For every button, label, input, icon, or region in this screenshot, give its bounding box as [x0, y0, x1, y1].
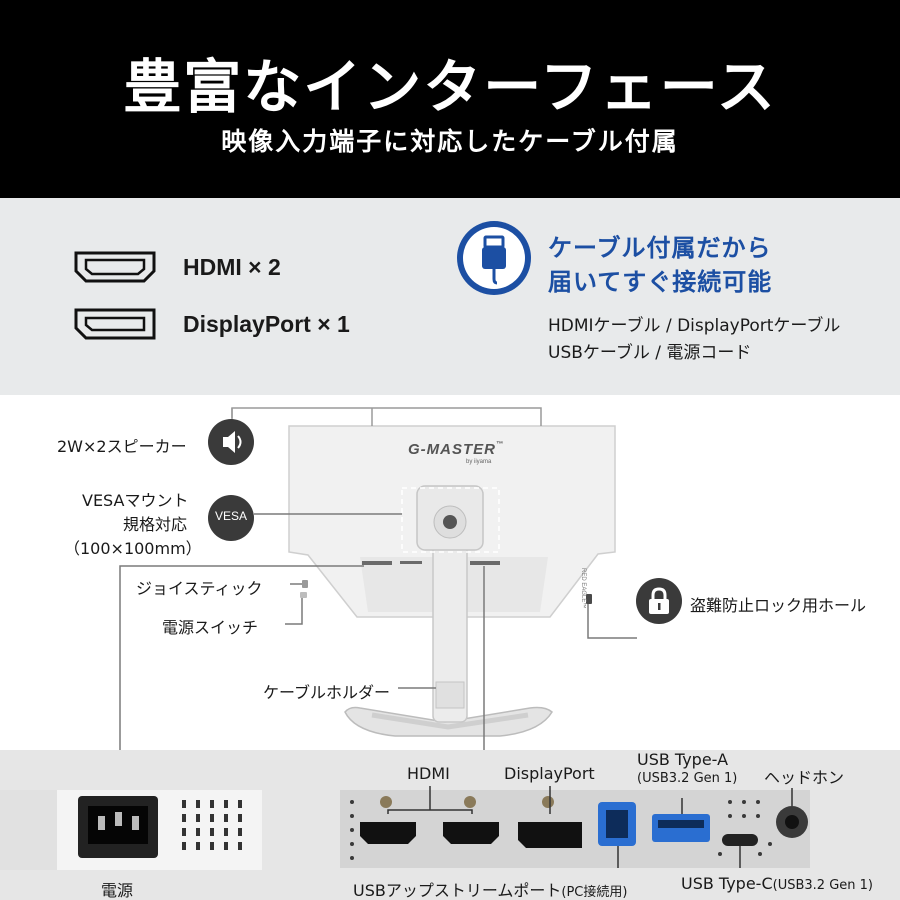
displayport-port [518, 822, 582, 848]
joystick-label: ジョイスティック [136, 579, 263, 598]
displayport-port-label: DisplayPort [504, 764, 595, 783]
security-slot-label: 盗難防止ロック用ホール [690, 596, 867, 615]
power-label: 電源 [101, 881, 134, 900]
page-subtitle: 映像入力端子に対応したケーブル付属 [221, 127, 679, 156]
monitor-side-text: RED EAGLE™ [580, 568, 586, 609]
cable-holder-label: ケーブルホルダー [263, 683, 391, 702]
usb-c-port [722, 834, 758, 846]
cable-list-line2: USBケーブル / 電源コード [548, 343, 752, 363]
usb-a-sublabel: (USB3.2 Gen 1) [637, 771, 738, 786]
usb-a-label: USB Type-A [637, 750, 729, 769]
displayport-count-label: DisplayPort × 1 [183, 311, 350, 337]
page-title: 豊富なインターフェース [123, 53, 777, 121]
cable-badge [457, 221, 531, 295]
power-switch-label: 電源スイッチ [162, 618, 259, 637]
vesa-label-line3: （100×100mm） [64, 539, 202, 558]
port-detail-illustration [0, 786, 810, 870]
cable-connector-icon [482, 235, 506, 285]
hdmi-port-2 [443, 822, 499, 844]
monitor-rear-illustration [119, 407, 637, 755]
cable-list-line1: HDMIケーブル / DisplayPortケーブル [548, 316, 841, 336]
vesa-label-line1: VESAマウント [82, 491, 189, 510]
headphone-label: ヘッドホン [764, 768, 845, 787]
vesa-badge-icon: VESA [208, 495, 254, 541]
interface-summary-band [0, 198, 900, 395]
cable-heading-line2: 届いてすぐ接続可能 [548, 268, 773, 296]
monitor-brand-logo: G-MASTER™ [408, 441, 504, 458]
lock-icon [636, 578, 682, 624]
usb-c-label: USB Type-C(USB3.2 Gen 1) [681, 874, 873, 893]
speaker-label: 2W×2スピーカー [57, 437, 187, 456]
vesa-label-line2: 規格対応 [123, 515, 188, 534]
displayport-icon [74, 308, 156, 340]
hdmi-port-1 [360, 822, 416, 844]
monitor-brand-by: by iiyama [466, 459, 492, 465]
header-banner: 豊富なインターフェース 映像入力端子に対応したケーブル付属 [0, 0, 900, 198]
hdmi-port-icon [74, 251, 156, 283]
speaker-icon [208, 419, 254, 465]
hdmi-port-label: HDMI [407, 764, 450, 783]
usb-upstream-label: USBアップストリームポート(PC接続用) [353, 881, 628, 900]
hdmi-count-label: HDMI × 2 [183, 254, 281, 280]
cable-heading-line1: ケーブル付属だから [548, 234, 772, 262]
